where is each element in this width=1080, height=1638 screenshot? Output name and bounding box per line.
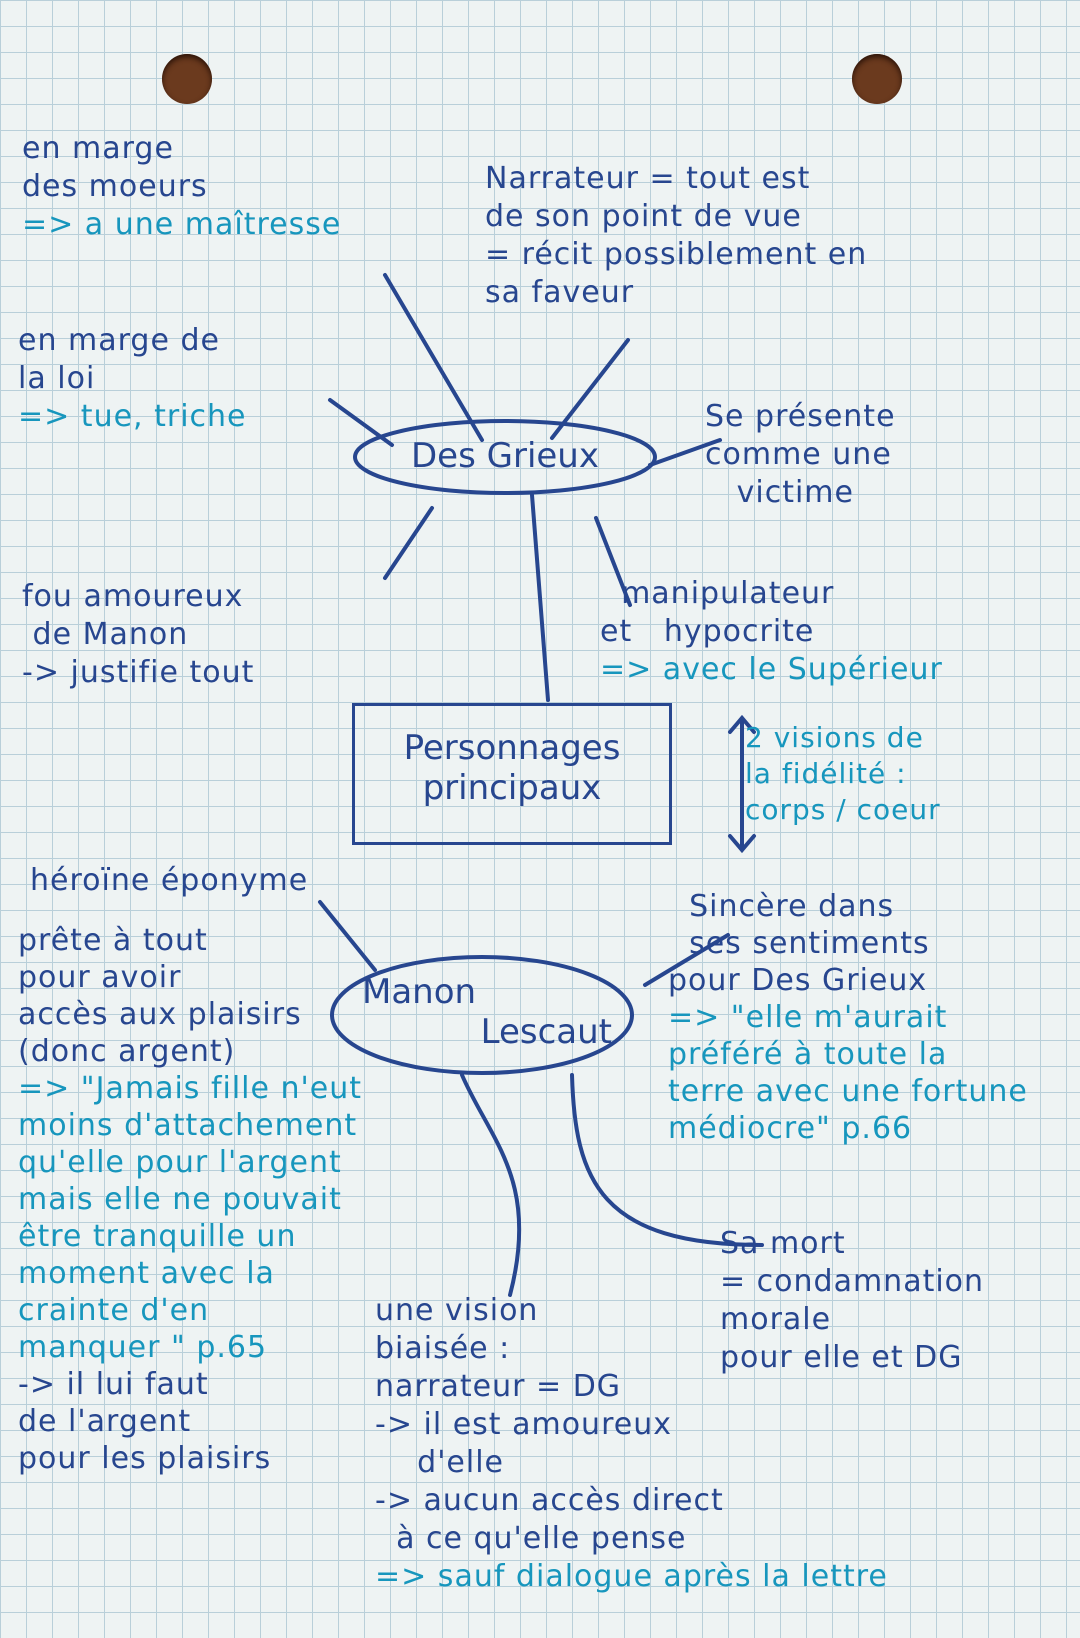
note-line: => "elle m'aurait: [668, 1000, 948, 1035]
connector-loi: [328, 398, 394, 447]
connector-vision: [460, 1073, 522, 1297]
note-line: 2 visions de: [745, 721, 924, 754]
note-line: -> il lui faut: [18, 1367, 209, 1402]
connector-fou: [383, 506, 434, 580]
note-line: la fidélité :: [745, 757, 907, 790]
connector-moeurs: [383, 273, 484, 442]
note-line: des moeurs: [22, 169, 208, 204]
note-line: et hypocrite: [600, 614, 815, 649]
note-line: -> aucun accès direct: [375, 1483, 724, 1518]
note-line: = récit possiblement en: [485, 237, 868, 272]
note-line: Sincère dans: [668, 889, 895, 924]
manon-lescaut-ellipse: [330, 955, 634, 1075]
note-line: en marge de: [18, 323, 220, 358]
note-line: -> justifie tout: [22, 655, 255, 690]
note-line: pour Des Grieux: [668, 963, 928, 998]
arrow-visions: [728, 714, 756, 854]
node-des-grieux: Des Grieux: [355, 420, 655, 492]
note-fou-amoureux: fou amoureux de Manon-> justifie tout: [22, 578, 254, 692]
central-label-line: principaux: [422, 768, 602, 808]
note-line: corps / coeur: [745, 793, 941, 826]
note-line: = condamnation: [720, 1264, 985, 1299]
binder-hole-right: [852, 54, 902, 104]
note-line: mais elle ne pouvait: [18, 1182, 342, 1217]
note-line: -> il est amoureux: [375, 1407, 672, 1442]
note-line: => tue, triche: [18, 399, 247, 434]
note-line: moment avec la: [18, 1256, 275, 1291]
note-line: Narrateur = tout est: [485, 161, 811, 196]
note-line: biaisée :: [375, 1331, 511, 1366]
note-line: comme une: [705, 437, 892, 472]
manon-label-line: Manon: [362, 972, 477, 1012]
connector-mort: [570, 1073, 764, 1247]
note-line: héroïne éponyme: [30, 863, 309, 898]
connector-central: [530, 493, 550, 702]
note-line: en marge: [22, 131, 174, 166]
note-line: accès aux plaisirs: [18, 997, 302, 1032]
note-line: pour les plaisirs: [18, 1441, 272, 1476]
note-line: Se présente: [705, 399, 896, 434]
node-des-grieux-label: Des Grieux: [411, 436, 599, 476]
note-line: victime: [705, 475, 854, 510]
note-line: d'elle: [375, 1445, 505, 1480]
note-line: => avec le Supérieur: [600, 652, 943, 687]
note-line: préféré à toute la: [668, 1037, 948, 1072]
note-line: (donc argent): [18, 1034, 236, 1069]
note-heroine: héroïne éponyme: [30, 862, 308, 900]
connector-heroine: [318, 900, 377, 972]
note-line: de son point de vue: [485, 199, 802, 234]
binder-hole-left: [162, 54, 212, 104]
connector-sincere: [643, 933, 730, 987]
note-line: => a une maîtresse: [22, 207, 342, 242]
node-personnages-principaux: Personnages principaux: [352, 703, 672, 845]
note-line: Sa mort: [720, 1226, 846, 1261]
manon-label-line: Lescaut: [480, 1012, 612, 1052]
note-line: moins d'attachement: [18, 1108, 358, 1143]
note-line: de Manon: [22, 617, 189, 652]
note-line: narrateur = DG: [375, 1369, 622, 1404]
note-line: fou amoureux: [22, 579, 244, 614]
connector-manip: [594, 516, 632, 607]
note-line: manquer " p.65: [18, 1330, 268, 1365]
connector-victime: [648, 438, 722, 467]
note-line: terre avec une fortune: [668, 1074, 1028, 1109]
des-grieux-ellipse: [353, 419, 657, 495]
connector-narrateur: [550, 338, 630, 440]
note-line: => "Jamais fille n'eut: [18, 1071, 363, 1106]
note-line: morale: [720, 1302, 832, 1337]
note-line: à ce qu'elle pense: [375, 1521, 687, 1556]
note-line: la loi: [18, 361, 96, 396]
note-line: une vision: [375, 1293, 539, 1328]
note-line: être tranquille un: [18, 1219, 297, 1254]
note-line: manipulateur: [600, 576, 835, 611]
note-line: pour avoir: [18, 960, 182, 995]
note-line: de l'argent: [18, 1404, 192, 1439]
note-line: médiocre" p.66: [668, 1111, 913, 1146]
note-line: => sauf dialogue après la lettre: [375, 1559, 888, 1594]
note-line: sa faveur: [485, 275, 635, 310]
node-manon-lescaut: Manon Lescaut: [332, 960, 632, 1070]
note-line: pour elle et DG: [720, 1340, 963, 1375]
note-line: ses sentiments: [668, 926, 930, 961]
note-line: prête à tout: [18, 923, 208, 958]
central-label-line: Personnages: [403, 728, 621, 768]
note-line: crainte d'en: [18, 1293, 210, 1328]
note-line: qu'elle pour l'argent: [18, 1145, 342, 1180]
